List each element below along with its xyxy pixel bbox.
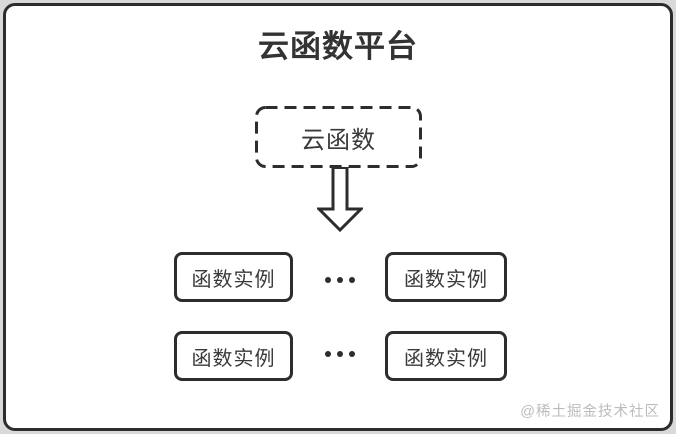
cloud-function-box: 云函数 [255,106,422,168]
function-instance-label: 函数实例 [404,347,488,370]
function-instance-label: 函数实例 [191,347,276,370]
function-instance-label: 函数实例 [404,268,488,291]
function-instance-box: 函数实例 [385,252,507,302]
down-arrow-icon [317,167,363,233]
cloud-function-label: 云函数 [301,126,376,154]
diagram-title: 云函数平台 [258,29,418,64]
watermark: @稀土掘金技术社区 [520,404,660,420]
ellipsis-icon [325,351,355,357]
function-instance-label: 函数实例 [191,268,276,291]
ellipsis-icon [325,277,355,283]
function-instance-box: 函数实例 [174,331,293,381]
function-instance-box: 函数实例 [174,252,293,302]
function-instance-box: 函数实例 [385,331,507,381]
